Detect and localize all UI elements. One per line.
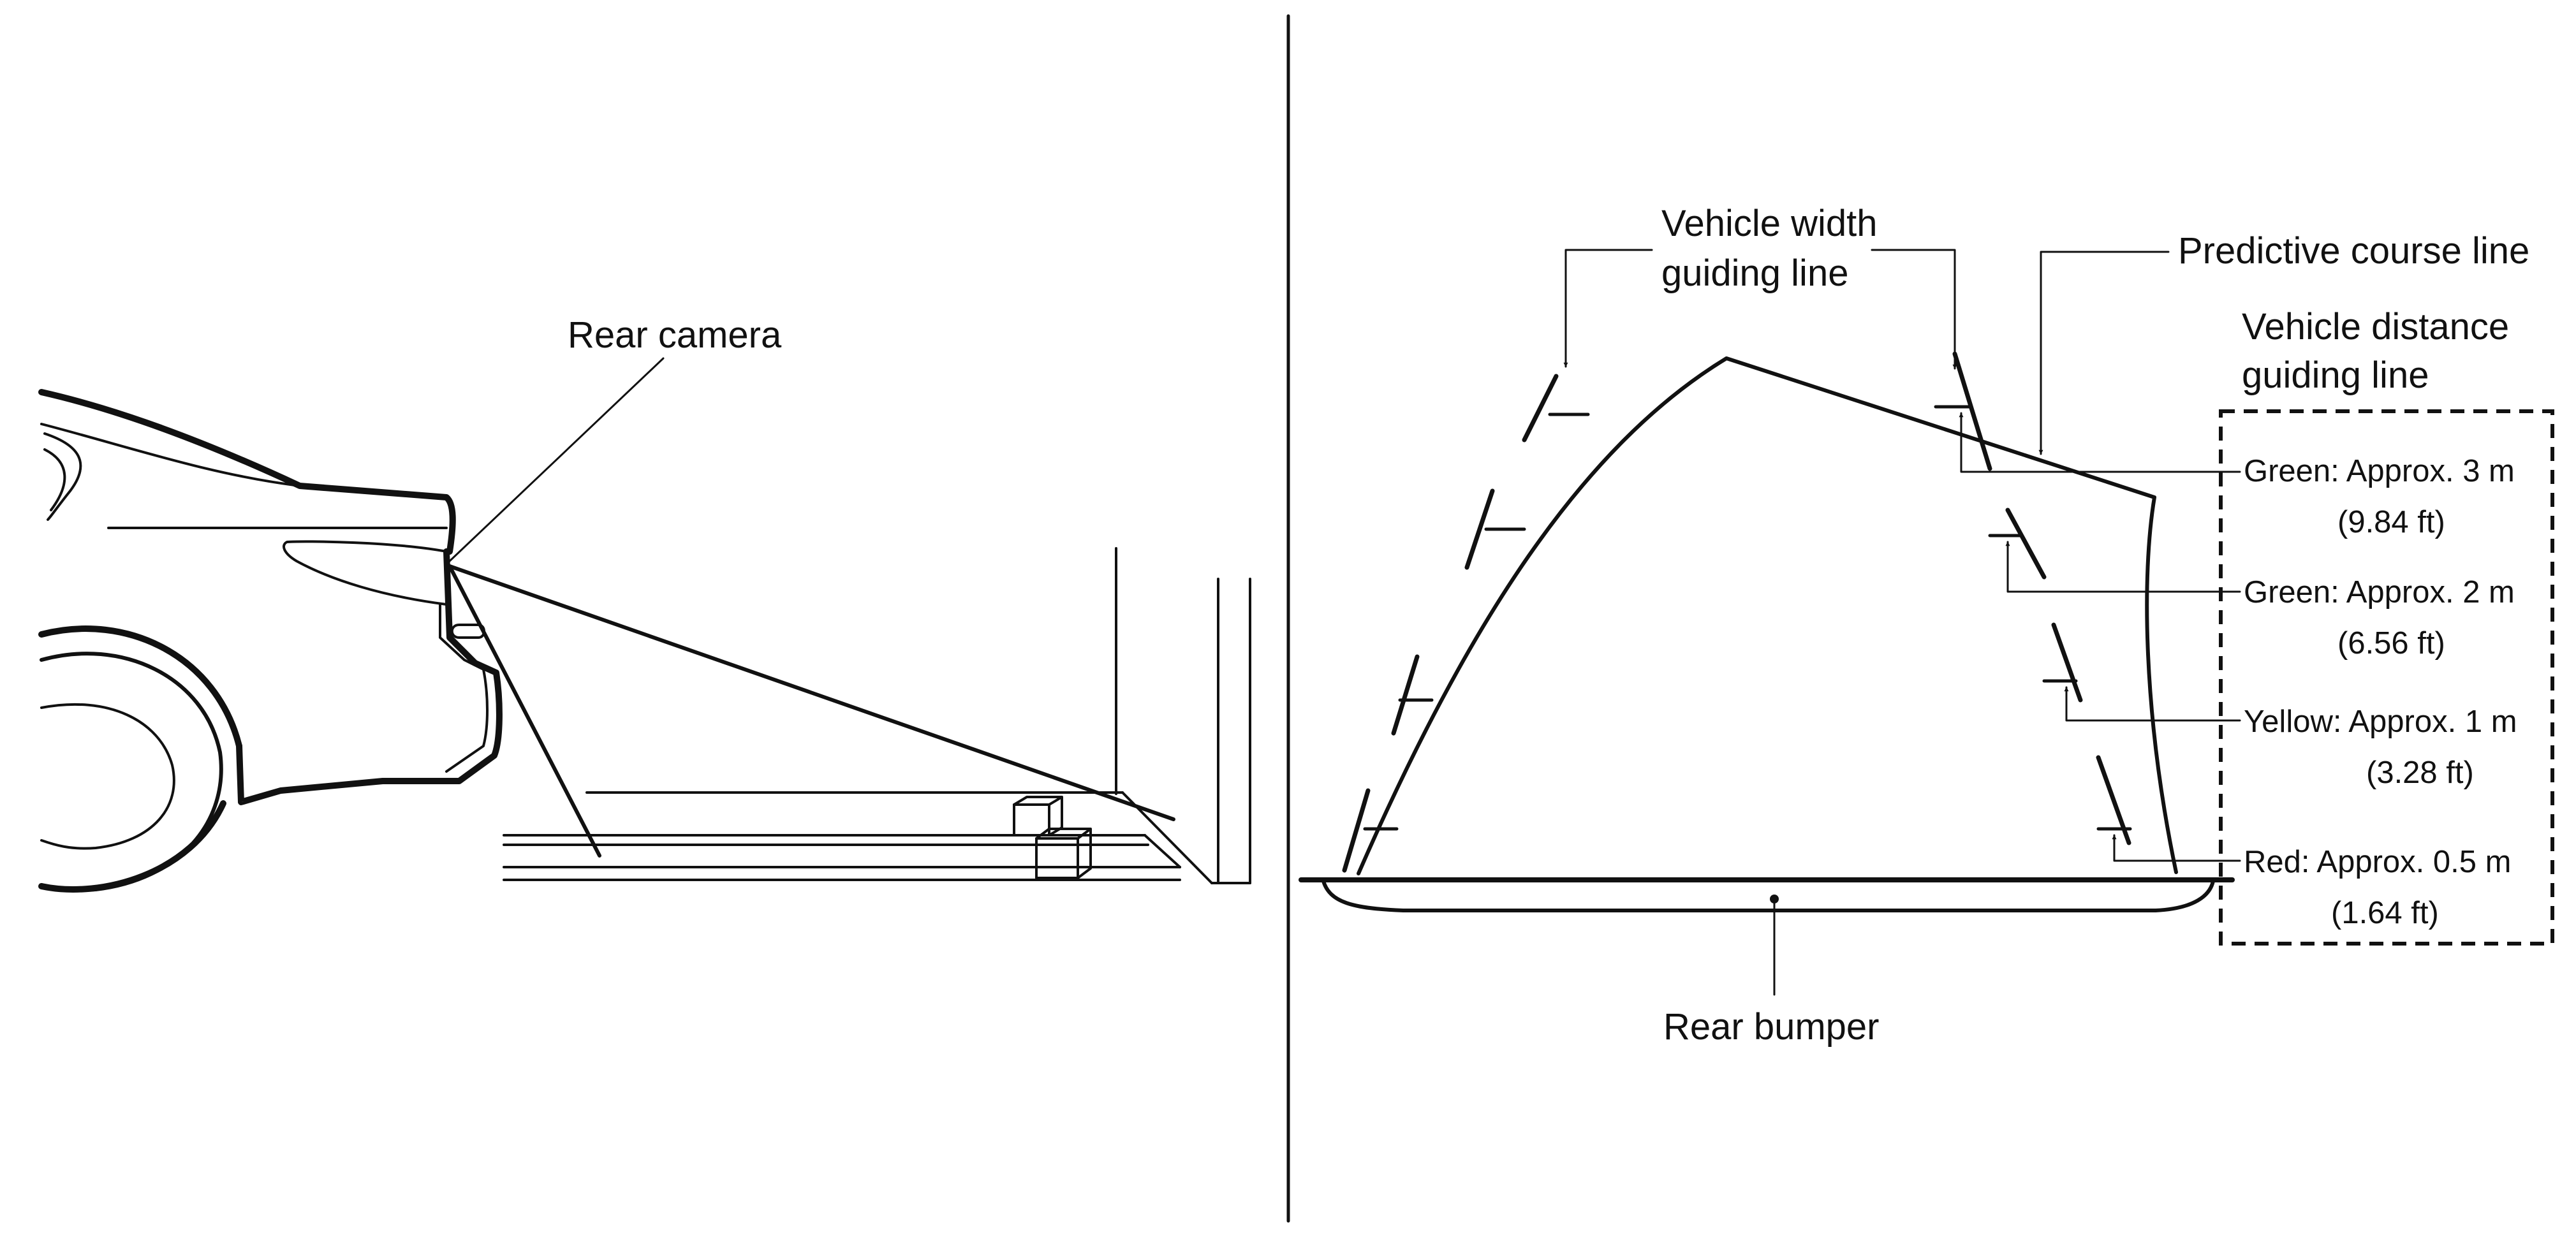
- distance-marker-05m: Red: Approx. 0.5 m (1.64 ft): [2244, 845, 2511, 930]
- predictive-course-line-label: Predictive course line: [2178, 230, 2529, 272]
- svg-text:Green: Approx. 3 m: Green: Approx. 3 m: [2244, 454, 2515, 488]
- rear-camera-leader: [448, 357, 665, 562]
- svg-text:(9.84 ft): (9.84 ft): [2337, 505, 2445, 539]
- rear-bumper-shape: [1299, 877, 2235, 912]
- ground-scene: [503, 547, 1251, 884]
- marker-leader-1m: [2064, 686, 2241, 722]
- predictive-course-line: [1357, 356, 2178, 875]
- svg-text:guiding line: guiding line: [1661, 252, 1848, 294]
- distance-marker-1m: Yellow: Approx. 1 m (3.28 ft): [2244, 705, 2517, 790]
- marker-leader-3m: [1959, 412, 2241, 473]
- vehicle-width-guiding-line-left: [1342, 374, 1590, 873]
- svg-text:Vehicle distance: Vehicle distance: [2242, 306, 2509, 347]
- marker-leader-05m: [2112, 834, 2241, 862]
- distance-legend-box: [2219, 409, 2554, 946]
- svg-text:Vehicle width: Vehicle width: [1661, 203, 1878, 244]
- predictive-course-arrow: [2038, 251, 2170, 455]
- rear-camera-label: Rear camera: [568, 314, 782, 356]
- distance-marker-3m: Green: Approx. 3 m (9.84 ft): [2244, 454, 2515, 539]
- svg-text:Red: Approx. 0.5 m: Red: Approx. 0.5 m: [2244, 845, 2511, 879]
- car-rear-illustration: [38, 389, 503, 893]
- svg-text:(1.64 ft): (1.64 ft): [2331, 896, 2439, 930]
- marker-leader-2m: [2005, 541, 2241, 593]
- svg-text:guiding line: guiding line: [2242, 354, 2429, 396]
- svg-text:(3.28 ft): (3.28 ft): [2366, 756, 2474, 790]
- vehicle-width-guiding-line-right: [1934, 351, 2132, 845]
- width-arrow-right: [1871, 249, 1957, 370]
- rear-bumper-label: Rear bumper: [1663, 1006, 1879, 1048]
- camera-view-lines: [448, 564, 1175, 858]
- svg-text:(6.56 ft): (6.56 ft): [2337, 626, 2445, 661]
- width-arrow-left: [1563, 249, 1653, 368]
- vehicle-width-guiding-line-label: Vehicle width guiding line: [1661, 203, 1878, 294]
- svg-text:Green: Approx. 2 m: Green: Approx. 2 m: [2244, 575, 2515, 610]
- svg-text:Yellow: Approx. 1 m: Yellow: Approx. 1 m: [2244, 705, 2517, 739]
- distance-marker-2m: Green: Approx. 2 m (6.56 ft): [2244, 575, 2515, 661]
- vehicle-distance-guiding-line-label: Vehicle distance guiding line: [2242, 306, 2509, 396]
